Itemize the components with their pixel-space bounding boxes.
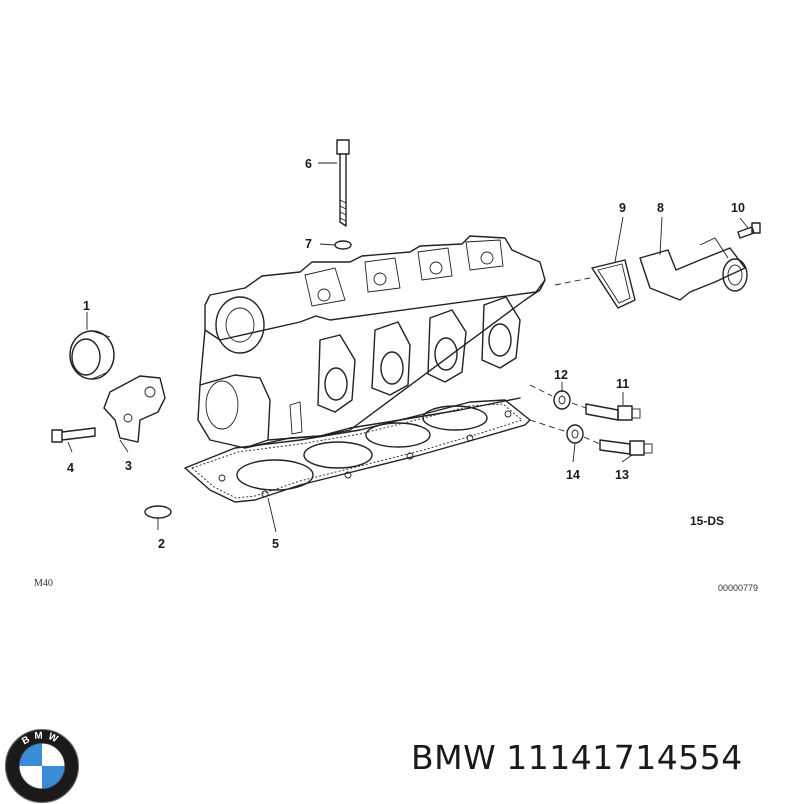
callout-4: 4	[67, 461, 74, 475]
flange-gasket	[591, 259, 636, 309]
section-label: 15-DS	[690, 514, 724, 528]
callout-3: 3	[125, 459, 132, 473]
head-gasket	[184, 399, 531, 503]
callout-2: 2	[158, 537, 165, 551]
temperature-sensor-11	[585, 403, 641, 421]
sealing-washer-14	[566, 424, 584, 444]
bmw-logo: BMW	[4, 728, 80, 804]
callout-14: 14	[566, 468, 580, 482]
sealing-washer-12	[553, 390, 571, 410]
caption-part-number: 11141714554	[506, 738, 743, 777]
seal-ring	[144, 505, 172, 519]
callout-8: 8	[657, 201, 664, 215]
callout-12: 12	[554, 368, 568, 382]
coolant-flange	[639, 237, 748, 301]
head-bolt	[336, 139, 350, 227]
temperature-sensor-13	[599, 439, 653, 456]
callout-5: 5	[272, 537, 279, 551]
drawing-number: 00000779	[718, 583, 758, 593]
washer	[334, 240, 352, 250]
callout-11: 11	[616, 377, 629, 391]
screw	[51, 427, 96, 443]
model-label: M40	[34, 578, 53, 589]
caption-brand: BMW	[411, 738, 497, 777]
callout-1: 1	[83, 299, 90, 313]
callout-10: 10	[731, 201, 745, 215]
flange-bolt	[737, 222, 761, 239]
leader-lines	[67, 162, 749, 533]
callout-7: 7	[305, 237, 312, 251]
callout-13: 13	[615, 468, 629, 482]
bracket	[103, 375, 166, 443]
callout-9: 9	[619, 201, 626, 215]
cylinder-head	[197, 235, 546, 449]
callout-6: 6	[305, 157, 312, 171]
shaft-seal	[69, 330, 115, 380]
